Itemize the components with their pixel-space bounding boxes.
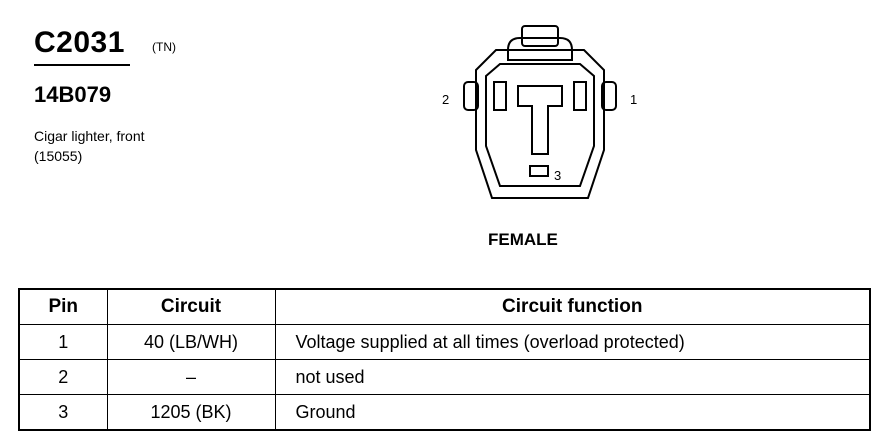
pin-cavity-3 [529, 165, 549, 177]
pin-cell: 2 [18, 359, 108, 395]
connector-face-diagram: 2 1 3 [442, 25, 637, 199]
connector-latch [521, 25, 559, 47]
description-number: (15055) [34, 148, 83, 164]
connector-inner-cavity [485, 63, 595, 187]
header-circuit: Circuit [106, 288, 276, 325]
circuit-cell: 1205 (BK) [106, 394, 276, 431]
pin-label-1: 1 [630, 92, 637, 107]
connector-code: (TN) [152, 40, 176, 54]
circuit-cell: – [106, 359, 276, 395]
connector-side-tab-right [601, 81, 617, 111]
connector-id: C2031 [34, 26, 125, 59]
function-cell: not used [274, 359, 871, 395]
connector-outer-housing [475, 49, 605, 199]
table-row: 2 – not used [18, 359, 871, 395]
table-row: 3 1205 (BK) Ground [18, 394, 871, 431]
table-header-row: Pin Circuit Circuit function [18, 288, 871, 325]
header-pin: Pin [18, 288, 108, 325]
pin-label-3: 3 [554, 168, 561, 183]
function-cell: Voltage supplied at all times (overload … [274, 324, 871, 360]
connector-key-t [517, 85, 563, 155]
connector-side-tab-left [463, 81, 479, 111]
table-row: 1 40 (LB/WH) Voltage supplied at all tim… [18, 324, 871, 360]
pin-cavity-2 [493, 81, 507, 111]
connector-description: Cigar lighter, front [34, 128, 145, 144]
part-number: 14B079 [34, 82, 112, 107]
pin-cavity-1 [573, 81, 587, 111]
pin-table: Pin Circuit Circuit function 1 40 (LB/WH… [18, 288, 871, 431]
title-underline [34, 64, 130, 66]
connector-gender-label: FEMALE [488, 230, 558, 249]
header-circuit-function: Circuit function [274, 288, 871, 325]
pin-cell: 1 [18, 324, 108, 360]
pin-cell: 3 [18, 394, 108, 431]
pin-label-2: 2 [442, 92, 449, 107]
function-cell: Ground [274, 394, 871, 431]
connector-outline [463, 25, 617, 199]
circuit-cell: 40 (LB/WH) [106, 324, 276, 360]
